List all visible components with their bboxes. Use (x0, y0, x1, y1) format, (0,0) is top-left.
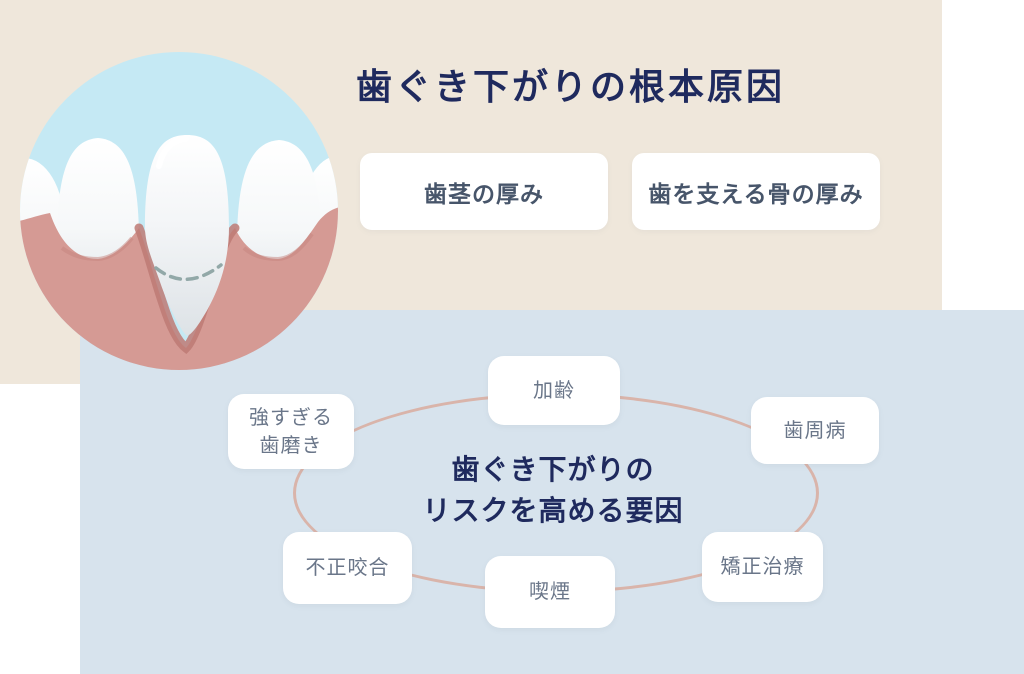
risk-section-title-line2: リスクを高める要因 (422, 495, 684, 526)
cause-box-bone-thickness-label: 歯を支える骨の厚み (648, 180, 864, 207)
factor-box-periodontal-disease-label: 歯周病 (783, 419, 847, 442)
risk-section-title-line1: 歯ぐき下がりの (451, 454, 655, 485)
factor-box-smoking-label: 喫煙 (529, 581, 571, 603)
cause-box-gum-thickness: 歯茎の厚み (360, 153, 608, 230)
factor-box-aging: 加齢 (488, 356, 620, 425)
factor-box-overbrushing: 強すぎる歯磨き (228, 394, 354, 469)
factor-box-orthodontic-treatment: 矯正治療 (702, 532, 823, 602)
cause-box-gum-thickness-label: 歯茎の厚み (424, 180, 544, 207)
factor-box-aging-label: 加齢 (533, 379, 575, 402)
factor-box-periodontal-disease: 歯周病 (751, 397, 879, 464)
receding-gum-illustration-svg (20, 52, 338, 370)
cause-box-bone-thickness: 歯を支える骨の厚み (632, 153, 880, 230)
factor-box-orthodontic-treatment-label: 矯正治療 (720, 556, 805, 578)
factor-box-malocclusion: 不正咬合 (283, 532, 412, 604)
factor-box-smoking: 喫煙 (485, 556, 615, 628)
receding-gum-illustration (20, 52, 338, 370)
factor-box-overbrushing-label: 強すぎる歯磨き (249, 406, 333, 457)
factor-box-malocclusion-label: 不正咬合 (305, 557, 390, 579)
risk-section-title: 歯ぐき下がりの リスクを高める要因 (353, 449, 753, 531)
page-title: 歯ぐき下がりの根本原因 (356, 66, 786, 107)
